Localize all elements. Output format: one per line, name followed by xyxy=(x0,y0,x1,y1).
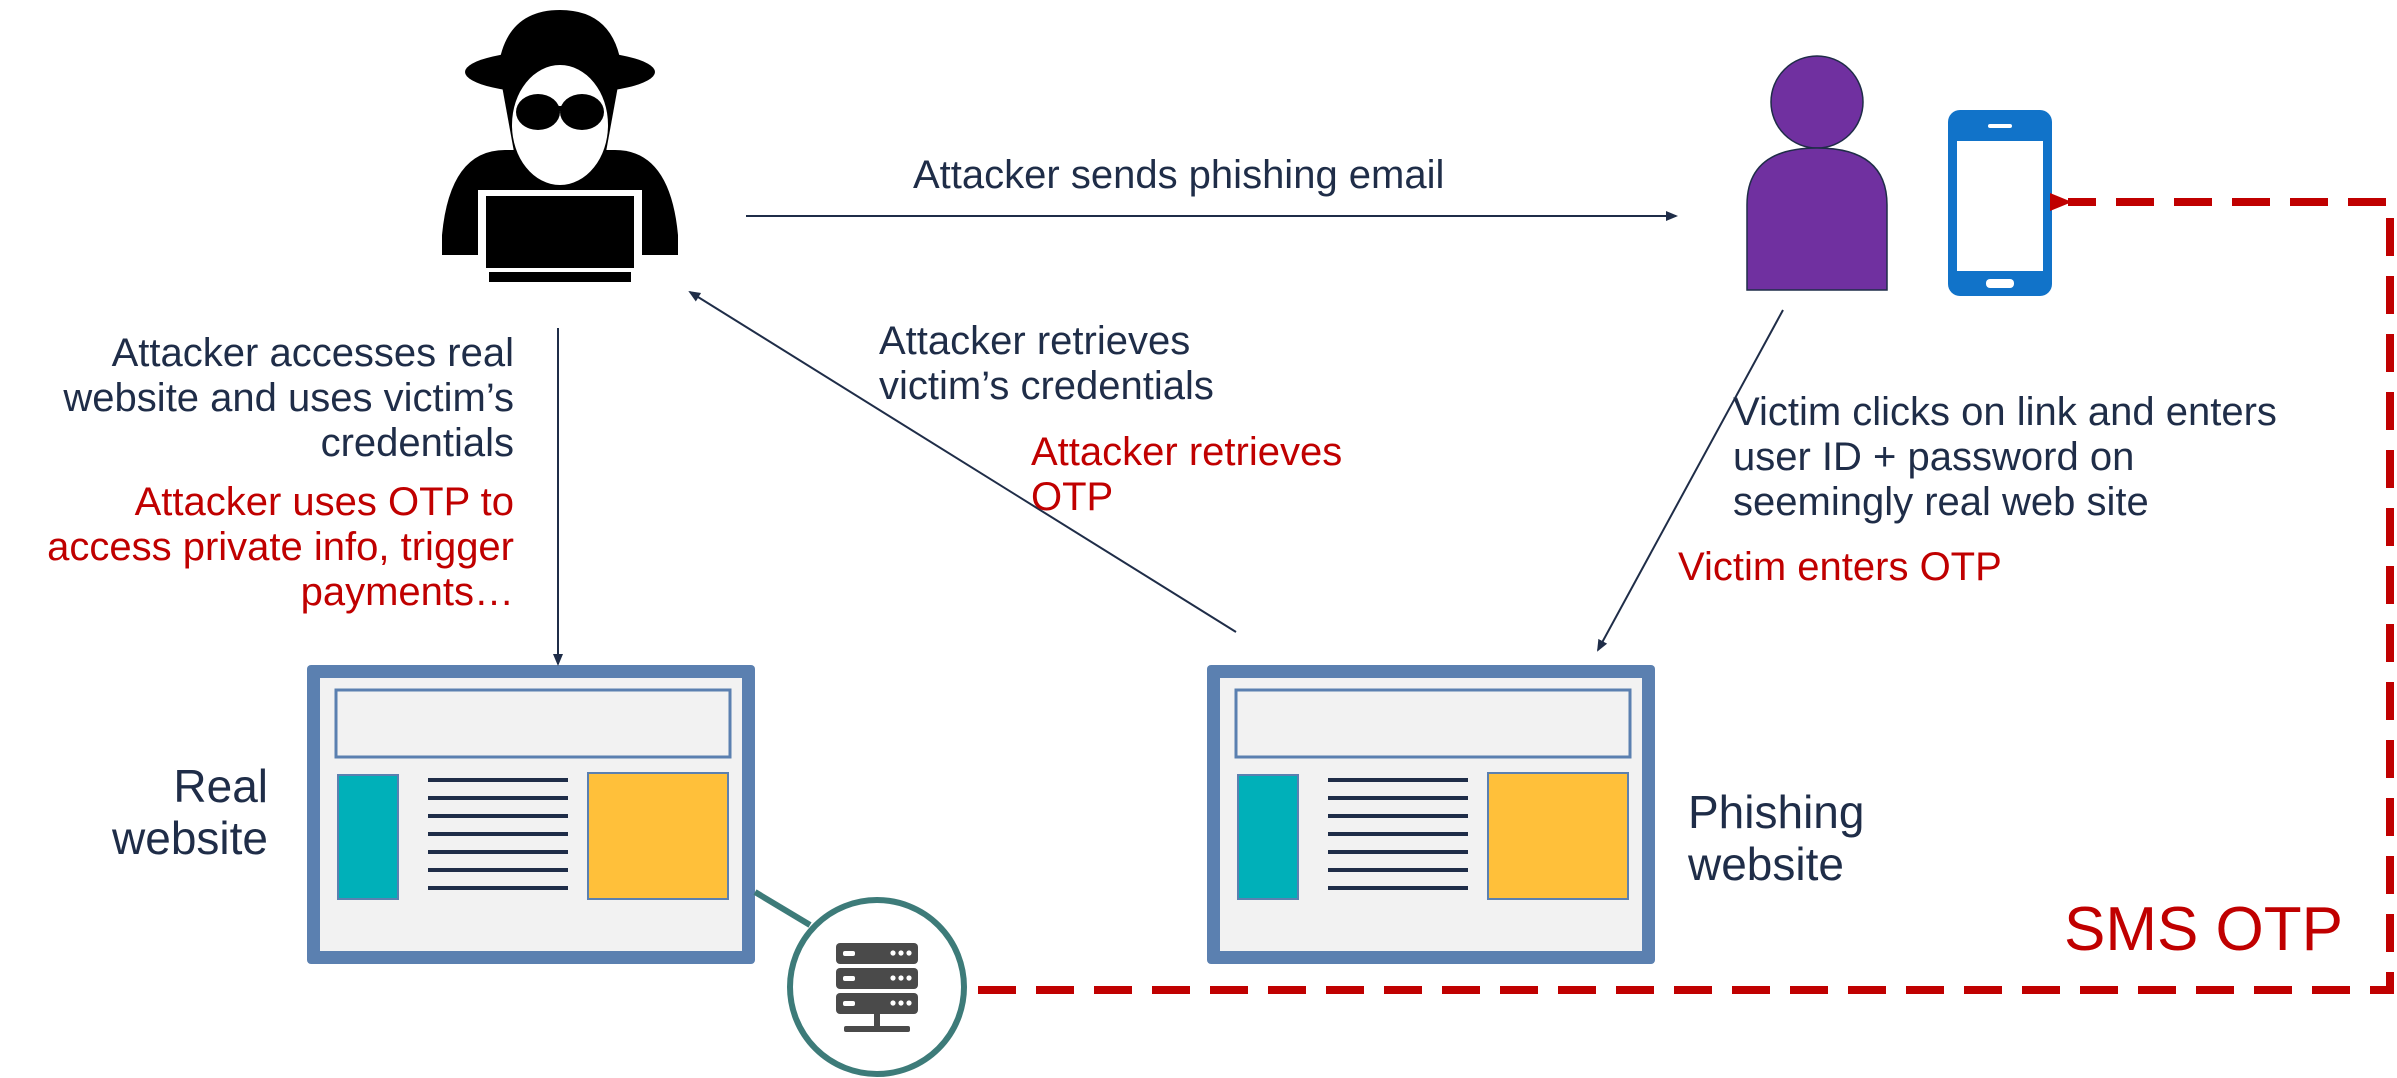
label-real-website: Real website xyxy=(112,760,268,864)
server-rack-icon xyxy=(787,897,967,1077)
label-phishing-website: Phishing website xyxy=(1688,786,1865,890)
smartphone-icon xyxy=(1948,110,2052,296)
hacker-with-laptop-icon xyxy=(442,10,678,282)
arrow-victim-enters-data xyxy=(1597,309,1784,652)
label-uses-otp: Attacker uses OTP to access private info… xyxy=(47,480,514,614)
phishing-website-browser-icon xyxy=(1207,665,1655,964)
label-sms-otp: SMS OTP xyxy=(2063,895,2343,964)
label-victim-enters-otp: Victim enters OTP xyxy=(1678,545,2002,589)
label-retrieves-otp: Attacker retrieves OTP xyxy=(1031,430,1343,519)
person-icon xyxy=(1746,55,1888,291)
sms-otp-dashed-arrow xyxy=(978,193,2394,994)
real-website-browser-icon xyxy=(307,665,755,964)
arrow-retrieve-credentials xyxy=(688,290,1237,633)
label-victim-clicks-link: Victim clicks on link and enters user ID… xyxy=(1733,390,2277,524)
label-retrieves-credentials: Attacker retrieves victim’s credentials xyxy=(879,319,1214,408)
label-sends-phishing-email: Attacker sends phishing email xyxy=(913,153,1445,197)
label-accesses-real-website: Attacker accesses real website and uses … xyxy=(63,331,514,465)
server-connector-line xyxy=(753,889,812,928)
